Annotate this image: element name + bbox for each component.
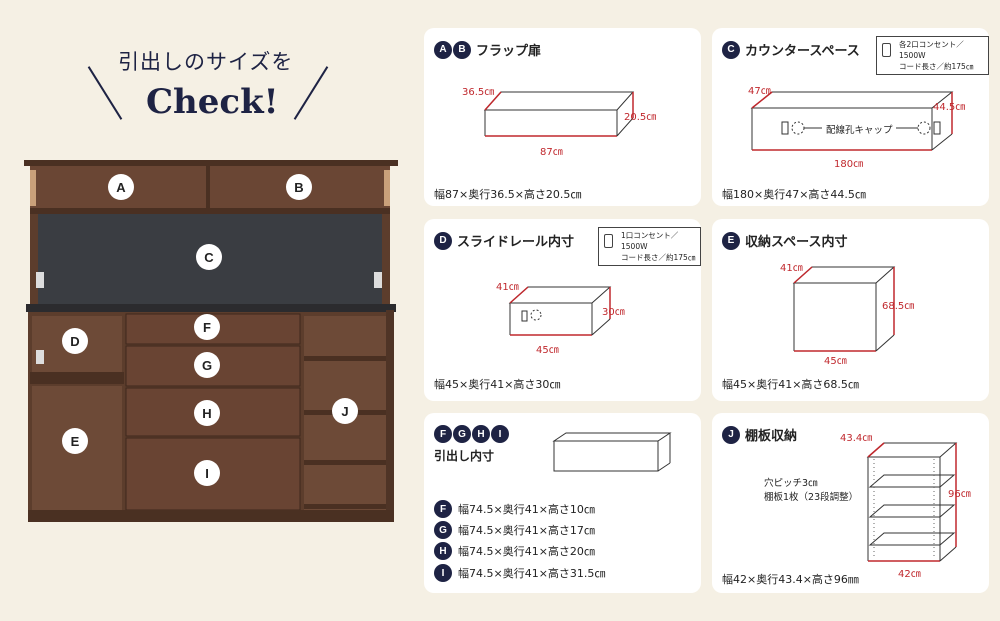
drawer-row-text: 幅74.5×奥行41×高さ31.5㎝ [458,567,606,580]
card-flap-door: A B フラップ扉 36.5㎝ 20.5㎝ 87㎝ 幅87×奥行36.5×高さ2… [424,28,701,206]
box-diagram [750,91,954,151]
outlet-icon [604,234,613,248]
card-shelf-storage: J 棚板収納 43.4㎝ 96㎝ 42㎝ 穴ピッチ3㎝ 棚板1枚（23段調整） … [712,413,989,593]
dim-width: 87㎝ [540,147,563,158]
dim-width: 42㎝ [898,569,921,580]
heading: 引出しのサイズを Check! [87,38,330,128]
outlet-icon [882,43,891,57]
drawer-row-text: 幅74.5×奥行41×高さ20㎝ [458,545,595,558]
title-text: 棚板収納 [745,429,798,444]
drawer-row-text: 幅74.5×奥行41×高さ17㎝ [458,524,595,537]
box-diagram [508,286,612,336]
outlet-info-box: 各2口コンセント／1500W コード長さ／約175㎝ [876,36,989,75]
cabinet-illustration: A B C D E F G H I J [24,160,400,530]
drawer-row-f: F 幅74.5×奥行41×高さ10㎝ [434,500,595,518]
card-title: A B フラップ扉 [434,40,541,59]
badge-b: B [453,40,471,59]
spec-text: 幅42×奥行43.4×高さ96㎜ [722,573,859,586]
cabinet-label-d: D [62,328,88,354]
box-diagram [552,432,672,472]
badge-i: I [434,564,452,582]
heading-right-line [293,66,329,120]
title-text: スライドレール内寸 [457,235,575,250]
badge-g: G [434,521,452,539]
badge-i: I [491,425,509,443]
card-drawer-interior: F G H I 引出し内寸 F 幅74.5×奥行41×高さ10㎝ G 幅74.5… [424,413,701,593]
dim-depth: 41㎝ [496,282,519,293]
dim-depth: 43.4㎝ [840,433,873,444]
badge-f: F [434,425,452,443]
drawer-row-i: I 幅74.5×奥行41×高さ31.5㎝ [434,564,605,582]
badge-h: H [434,542,452,560]
dim-width: 45㎝ [536,345,559,356]
cabinet-label-e: E [62,428,88,454]
cabinet-drawing [24,160,398,522]
card-title: F G H I [434,425,510,443]
card-title: D スライドレール内寸 [434,231,574,250]
title-text: 収納スペース内寸 [745,235,848,250]
heading-title: Check! [146,82,279,122]
badge-d: D [434,231,452,250]
badge-c: C [722,40,740,59]
card-counter-space: C カウンタースペース 各2口コンセント／1500W コード長さ／約175㎝ 4… [712,28,989,206]
card-slide-rail: D スライドレール内寸 1口コンセント／1500W コード長さ／約175㎝ 41… [424,219,701,401]
spec-text: 幅180×奥行47×高さ44.5㎝ [722,188,866,201]
shelf-board-label: 棚板1枚（23段調整） [764,492,859,503]
wiring-hole-cap-label: 配線孔キャップ [826,125,893,136]
dim-height: 20.5㎝ [624,112,657,123]
spec-text: 幅45×奥行41×高さ30㎝ [434,378,561,391]
drawer-row-text: 幅74.5×奥行41×高さ10㎝ [458,503,595,516]
badge-e: E [722,231,740,250]
card-title: C カウンタースペース [722,40,860,59]
card-subtitle: 引出し内寸 [434,449,495,463]
badge-h: H [472,425,490,443]
cabinet-label-g: G [194,352,220,378]
badge-f: F [434,500,452,518]
drawer-row-g: G 幅74.5×奥行41×高さ17㎝ [434,521,595,539]
dim-height: 44.5㎝ [933,102,966,113]
cabinet-label-a: A [108,174,134,200]
cabinet-label-j: J [332,398,358,424]
drawer-row-h: H 幅74.5×奥行41×高さ20㎝ [434,542,595,560]
outlet-line1: 1口コンセント／1500W [621,231,679,251]
card-title: E 収納スペース内寸 [722,231,847,250]
dim-width: 180㎝ [834,159,864,170]
heading-subtitle: 引出しのサイズを [118,50,294,74]
cabinet-label-h: H [194,400,220,426]
box-diagram [483,91,635,137]
outlet-info-box: 1口コンセント／1500W コード長さ／約175㎝ [598,227,701,266]
cabinet-label-f: F [194,314,220,340]
hole-pitch-label: 穴ピッチ3㎝ [764,478,818,489]
dim-height: 68.5㎝ [882,301,915,312]
cabinet-label-b: B [286,174,312,200]
card-storage-space: E 収納スペース内寸 41㎝ 68.5㎝ 45㎝ 幅45×奥行41×高さ68.5… [712,219,989,401]
badge-g: G [453,425,471,443]
cabinet-label-i: I [194,460,220,486]
cabinet-label-c: C [196,244,222,270]
outlet-line1: 各2口コンセント／1500W [899,40,964,60]
outlet-line2: コード長さ／約175㎝ [899,62,974,71]
spec-text: 幅87×奥行36.5×高さ20.5㎝ [434,188,582,201]
dim-depth: 47㎝ [748,86,771,97]
box-diagram [792,266,896,352]
dim-height: 30㎝ [602,307,625,318]
outlet-line2: コード長さ／約175㎝ [621,253,696,262]
title-text: カウンタースペース [745,44,860,59]
spec-text: 幅45×奥行41×高さ68.5㎝ [722,378,859,391]
dim-height: 96㎝ [948,489,971,500]
shelf-diagram [866,442,958,562]
badge-a: A [434,40,452,59]
title-text: フラップ扉 [476,44,542,59]
dim-depth: 41㎝ [780,263,803,274]
dim-depth: 36.5㎝ [462,87,495,98]
badge-j: J [722,425,740,444]
dim-width: 45㎝ [824,356,847,367]
card-title: J 棚板収納 [722,425,797,444]
